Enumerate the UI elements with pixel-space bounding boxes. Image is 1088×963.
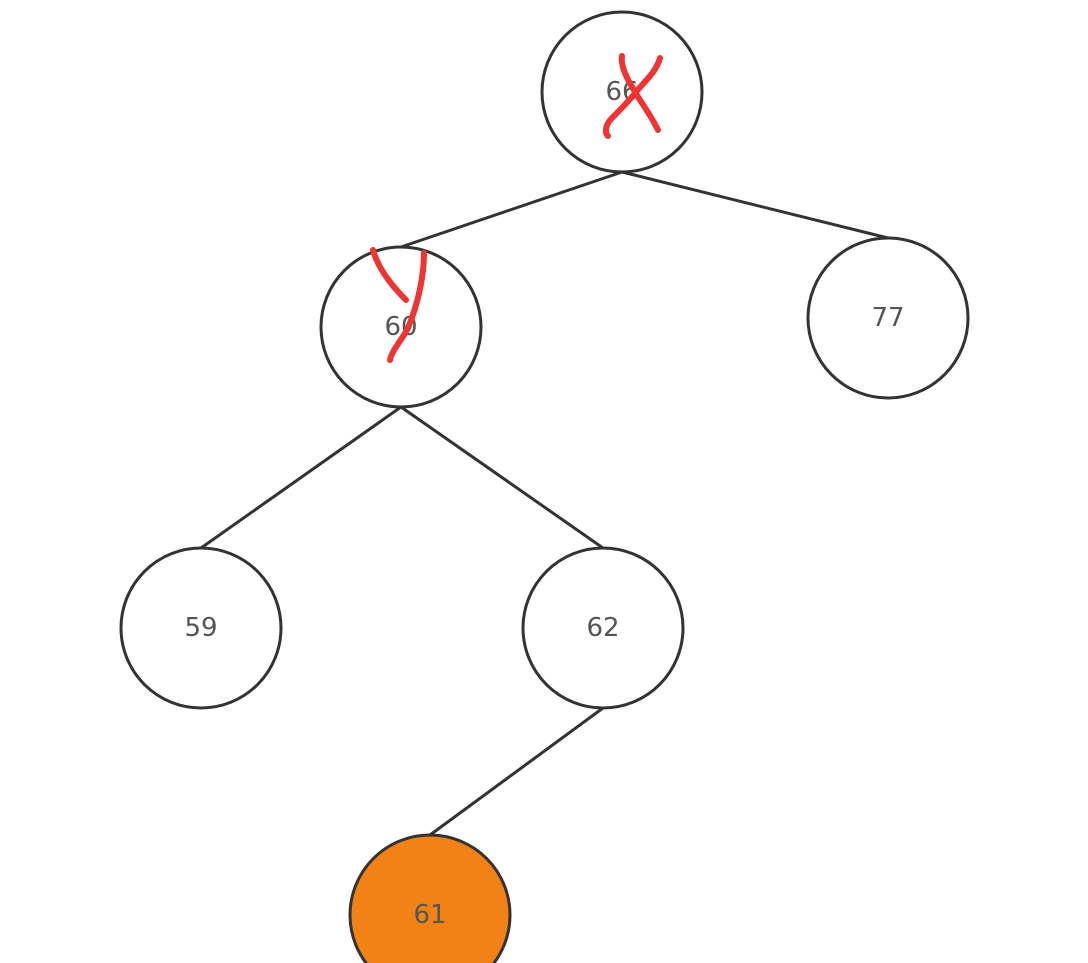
node-label-62: 62 [586, 613, 619, 643]
node-circle-66 [540, 10, 704, 174]
node-label-77: 77 [871, 303, 904, 333]
strike-mark-60 [370, 247, 427, 363]
node-circle-77 [806, 236, 970, 400]
node-circle-61 [348, 833, 512, 963]
strike-stroke-60-1 [370, 247, 409, 303]
tree-edges [200, 170, 889, 837]
tree-node-77: 77 [806, 236, 970, 400]
node-label-61: 61 [413, 900, 446, 930]
strike-mark-66 [602, 53, 663, 139]
tree-nodes: 66 60 77 59 62 61 [119, 10, 970, 963]
handwritten-marks [370, 53, 663, 363]
node-circle-59 [119, 546, 283, 710]
strike-stroke-66-2 [602, 55, 663, 139]
strike-stroke-60-2 [387, 250, 427, 363]
edge-66-77 [621, 170, 889, 240]
tree-node-60: 60 [319, 245, 483, 409]
tree-node-61: 61 [348, 833, 512, 963]
edge-60-62 [400, 405, 604, 550]
edge-62-61 [429, 706, 604, 837]
node-circle-60 [319, 245, 483, 409]
node-label-59: 59 [184, 613, 217, 643]
node-circle-62 [521, 546, 685, 710]
edge-66-60 [400, 170, 623, 249]
tree-node-59: 59 [119, 546, 283, 710]
tree-node-62: 62 [521, 546, 685, 710]
tree-node-66: 66 [540, 10, 704, 174]
strike-stroke-66-1 [618, 53, 661, 133]
edge-60-59 [200, 405, 402, 550]
